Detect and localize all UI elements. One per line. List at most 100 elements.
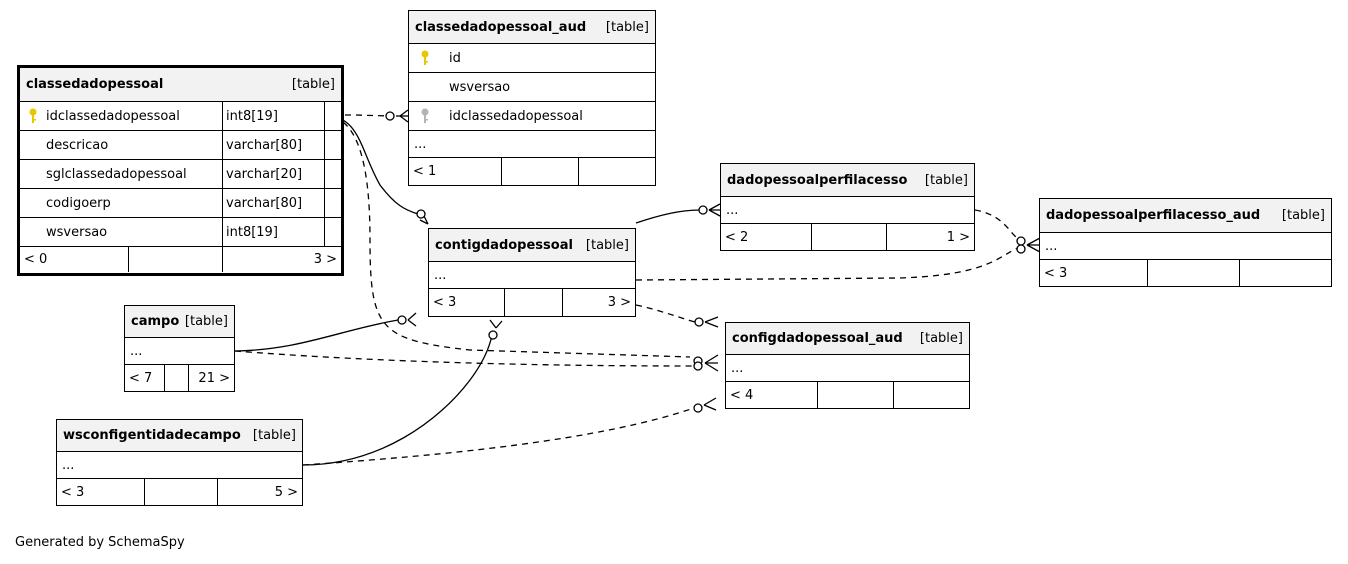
link-configaud-crowfoot-2 <box>704 354 719 372</box>
link-contig-to-configaud <box>635 304 696 323</box>
table-footer: < 3 <box>1040 260 1331 286</box>
rows-count <box>1147 260 1239 286</box>
table-campo[interactable]: campo [table] ... < 7 21 > <box>124 305 235 392</box>
table-footer: < 3 5 > <box>57 479 302 505</box>
rows-count <box>501 158 578 185</box>
link-contig-optional-marker <box>416 209 426 219</box>
more-columns: ... <box>1040 233 1331 260</box>
rows-count <box>817 382 893 408</box>
table-header: classedadopessoal_aud [table] <box>409 11 655 44</box>
table-name: dadopessoalperfilacesso_aud <box>1046 208 1261 223</box>
link-perfilaud-optional-marker-1 <box>1016 236 1026 246</box>
table-type-label: [table] <box>252 428 296 443</box>
column-name: id <box>449 50 461 66</box>
rows-count <box>811 224 886 250</box>
table-header: wsconfigentidadecampo [table] <box>57 420 302 452</box>
children-count <box>1239 260 1331 286</box>
column-name: wsversao <box>46 224 108 240</box>
parents-count[interactable]: < 4 <box>730 387 754 403</box>
table-footer: < 2 1 > <box>721 224 974 250</box>
more-columns: ... <box>57 452 302 479</box>
primary-key-icon <box>29 108 37 123</box>
link-campo-to-contig <box>234 319 399 352</box>
rows-count <box>504 289 562 316</box>
children-count[interactable]: 1 > <box>886 224 974 250</box>
link-classedadopessoal-to-contig <box>322 114 419 215</box>
parents-count[interactable]: < 3 <box>1044 265 1068 281</box>
children-count[interactable]: 3 > <box>222 247 341 272</box>
link-aud-crowfoot <box>399 109 409 123</box>
column-row[interactable]: wsversao int8[19] <box>20 218 341 247</box>
table-contigdadopessoal[interactable]: contigdadopessoal [table] ... < 3 3 > <box>428 228 636 317</box>
column-row[interactable]: wsversao <box>409 73 655 102</box>
more-columns: ... <box>429 262 635 289</box>
column-row[interactable]: idclassedadopessoal <box>409 102 655 131</box>
link-wsconfig-to-contig <box>302 334 493 466</box>
parents-count[interactable]: < 3 <box>61 484 85 500</box>
children-count[interactable]: 21 > <box>188 365 234 391</box>
link-perfilaud-crowfoot <box>1026 237 1041 253</box>
link-wsconfig-to-configaud <box>302 407 695 466</box>
link-configaud-optional-marker-4 <box>693 403 703 413</box>
table-header: contigdadopessoal [table] <box>429 229 635 262</box>
column-name: descricao <box>46 137 109 153</box>
table-header: dadopessoalperfilacesso_aud [table] <box>1040 199 1331 233</box>
column-type: varchar[80] <box>222 189 324 217</box>
column-row[interactable]: idclassedadopessoal int8[19] <box>20 102 341 131</box>
parents-count[interactable]: < 2 <box>725 229 749 245</box>
parents-count[interactable]: < 7 <box>129 370 153 386</box>
table-header: campo [table] <box>125 306 234 338</box>
children-count <box>578 158 655 185</box>
rows-count <box>164 365 188 391</box>
table-name: contigdadopessoal <box>435 237 573 253</box>
parents-count[interactable]: < 0 <box>24 252 48 267</box>
link-campo-crowfoot <box>407 312 417 327</box>
table-name: classedadopessoal <box>26 77 164 92</box>
column-type: int8[19] <box>222 218 324 246</box>
column-name: codigoerp <box>46 195 111 211</box>
table-type-label: [table] <box>605 19 649 35</box>
link-campo-to-configaud <box>234 350 694 367</box>
primary-key-icon <box>421 50 429 65</box>
more-columns: ... <box>726 355 969 382</box>
children-count[interactable]: 3 > <box>562 289 635 316</box>
table-name: dadopessoalperfilacesso <box>727 172 908 188</box>
table-type-label: [table] <box>585 237 629 253</box>
table-name: campo <box>131 314 180 329</box>
table-configdadopessoal-aud[interactable]: configdadopessoal_aud [table] ... < 4 <box>725 322 970 409</box>
link-wsconfig-crowfoot <box>489 319 503 329</box>
link-perfil-crowfoot <box>708 203 721 217</box>
table-classedadopessoal[interactable]: classedadopessoal [table] idclassedadope… <box>17 65 344 276</box>
column-row[interactable]: sglclassedadopessoal varchar[20] <box>20 160 341 189</box>
parents-count[interactable]: < 1 <box>413 164 437 179</box>
table-name: wsconfigentidadecampo <box>63 428 241 443</box>
rows-count <box>128 247 222 272</box>
column-row[interactable]: id <box>409 44 655 73</box>
table-dadopessoalperfilacesso[interactable]: dadopessoalperfilacesso [table] ... < 2 … <box>720 163 975 251</box>
table-type-label: [table] <box>924 172 968 188</box>
table-type-label: [table] <box>291 77 335 92</box>
table-header: configdadopessoal_aud [table] <box>726 323 969 355</box>
table-footer: < 3 3 > <box>429 289 635 316</box>
table-wsconfigentidadecampo[interactable]: wsconfigentidadecampo [table] ... < 3 5 … <box>56 419 303 506</box>
generated-by-label: Generated by SchemaSpy <box>15 535 185 550</box>
table-dadopessoalperfilacesso-aud[interactable]: dadopessoalperfilacesso_aud [table] ... … <box>1039 198 1332 287</box>
column-name: wsversao <box>449 79 511 95</box>
table-classedadopessoal-aud[interactable]: classedadopessoal_aud [table] id wsversa… <box>408 10 656 186</box>
link-contig-to-perfilaud <box>635 247 1019 281</box>
column-row[interactable]: descricao varchar[80] <box>20 131 341 160</box>
link-aud-optional-marker <box>385 111 395 121</box>
link-contig-crowfoot <box>419 215 429 225</box>
link-classedadopessoal-to-configaud <box>322 114 691 358</box>
parents-count[interactable]: < 3 <box>433 295 457 310</box>
table-name: configdadopessoal_aud <box>732 331 903 346</box>
column-type: int8[19] <box>222 102 324 130</box>
column-row[interactable]: codigoerp varchar[80] <box>20 189 341 218</box>
link-configaud-crowfoot-3 <box>703 397 717 411</box>
link-classedadopessoal-to-aud <box>323 114 391 117</box>
link-contig-to-perfil <box>635 209 701 224</box>
children-count[interactable]: 5 > <box>217 479 302 505</box>
column-name: idclassedadopessoal <box>449 108 583 124</box>
table-header: dadopessoalperfilacesso [table] <box>721 164 974 197</box>
more-columns: ... <box>409 131 655 158</box>
